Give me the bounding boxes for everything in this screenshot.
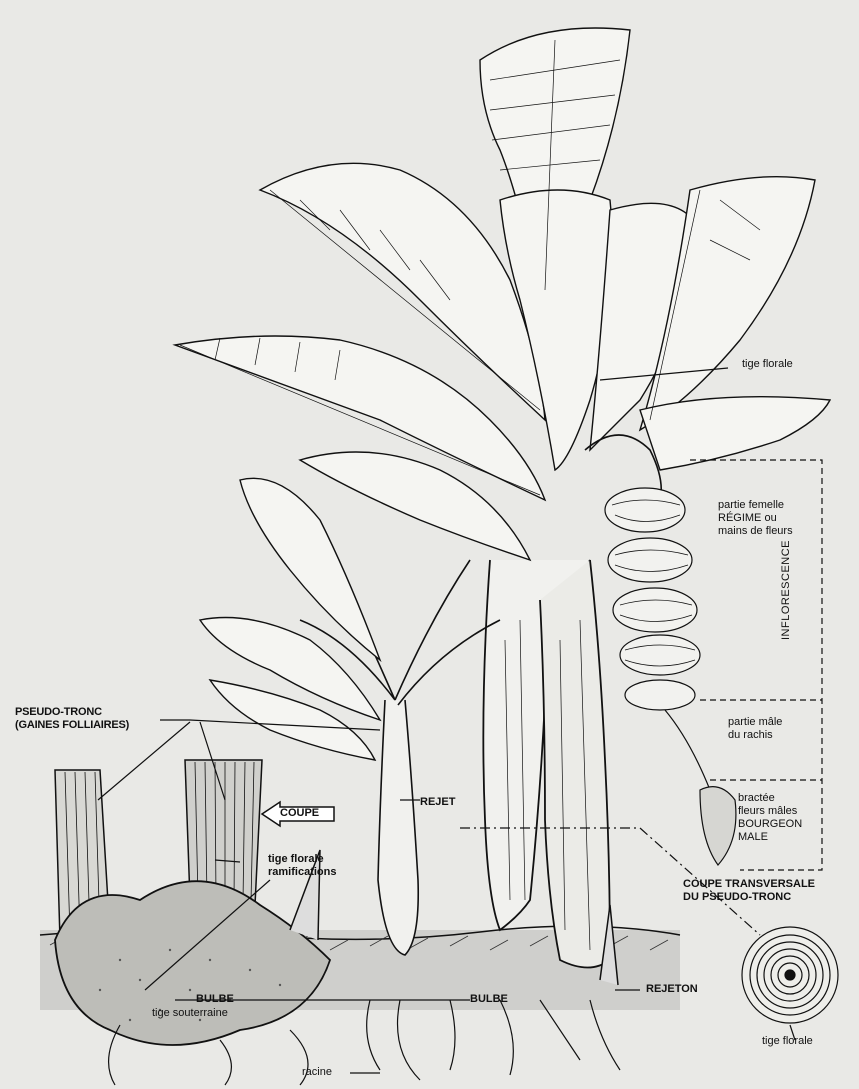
label-racine: racine bbox=[302, 1066, 332, 1079]
label-bractee: bractée fleurs mâles BOURGEON MALE bbox=[738, 792, 802, 844]
label-inflorescence: INFLORESCENCE bbox=[780, 540, 792, 640]
label-partie-femelle: partie femelle RÉGIME ou mains de fleurs bbox=[718, 499, 793, 538]
label-bulbe-center: BULBE bbox=[470, 993, 508, 1006]
coupe-tag: COUPE bbox=[262, 802, 334, 826]
label-tige-ramifications: tige florale ramifications bbox=[268, 853, 336, 879]
label-tige-souterraine: tige souterraine bbox=[152, 1007, 228, 1020]
male-rachis bbox=[665, 710, 736, 865]
label-pseudo-tronc: PSEUDO-TRONC (GAINES FOLLIAIRES) bbox=[15, 706, 129, 732]
rejet-plant bbox=[300, 560, 500, 955]
label-rejet: REJET bbox=[420, 796, 455, 809]
label-partie-male: partie mâle du rachis bbox=[728, 716, 782, 742]
label-tige-florale-bottom: tige florale bbox=[762, 1035, 813, 1048]
banana-bunch bbox=[605, 488, 700, 710]
cross-section-spiral bbox=[742, 927, 838, 1023]
label-tige-florale-top: tige florale bbox=[742, 358, 793, 371]
label-bulbe-left: BULBE bbox=[196, 993, 234, 1006]
label-coupe: COUPE bbox=[280, 807, 319, 819]
label-rejeton: REJETON bbox=[646, 983, 698, 996]
label-coupe-transversale: COUPE TRANSVERSALE DU PSEUDO-TRONC bbox=[683, 878, 815, 904]
main-pseudo-trunk bbox=[483, 560, 610, 968]
